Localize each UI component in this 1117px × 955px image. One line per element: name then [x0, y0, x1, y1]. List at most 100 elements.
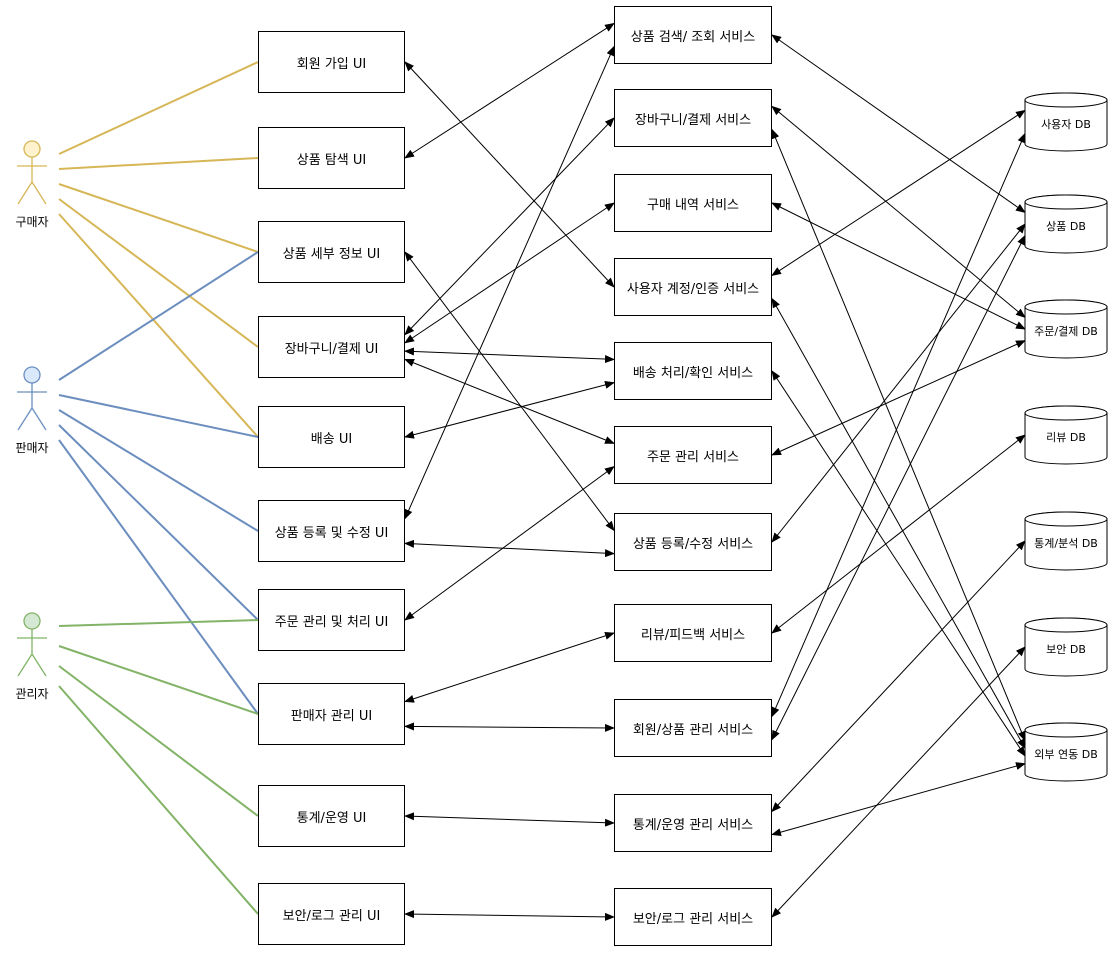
service-box-s5: 배송 처리/확인 서비스	[614, 342, 772, 400]
service-box-s9: 회원/상품 관리 서비스	[614, 699, 772, 757]
ui-box-label: 장바구니/결제 UI	[284, 341, 379, 357]
flow-link	[404, 45, 615, 520]
actor-ui-link	[58, 685, 259, 915]
actor-label-seller: 판매자	[15, 441, 49, 455]
ui-box-label: 상품 탐색 UI	[296, 152, 367, 168]
actor-ui-link	[58, 213, 259, 438]
flow-link	[771, 340, 1026, 456]
actor-ui-link	[58, 409, 259, 532]
actor-ui-link	[58, 665, 259, 817]
actor-ui-link	[58, 424, 259, 621]
ui-box-ui1: 회원 가입 UI	[258, 31, 405, 93]
ui-box-ui8: 판매자 관리 UI	[258, 683, 405, 745]
service-box-s6: 주문 관리 서비스	[614, 426, 772, 484]
database-icon	[1024, 617, 1108, 677]
actor-label-admin: 관리자	[15, 687, 49, 701]
flow-link	[771, 297, 1026, 750]
ui-box-ui7: 주문 관리 및 처리 UI	[258, 589, 405, 651]
db-label-db7: 외부 연동 DB	[1034, 748, 1098, 761]
ui-box-ui2: 상품 탐색 UI	[258, 127, 405, 189]
actor-ui-link	[58, 619, 259, 627]
actor-admin-icon	[17, 612, 47, 677]
database-icon	[1024, 405, 1108, 465]
flow-link	[404, 632, 615, 703]
actor-buyer-icon	[17, 140, 47, 205]
actor-ui-link	[58, 251, 259, 381]
service-box-label: 회원/상품 관리 서비스	[632, 722, 754, 738]
ui-box-label: 상품 등록 및 수정 UI	[274, 525, 389, 541]
flow-link	[404, 347, 615, 364]
ui-box-ui6: 상품 등록 및 수정 UI	[258, 500, 405, 562]
actor-label-buyer: 구매자	[15, 215, 49, 229]
flow-link	[404, 722, 615, 732]
flow-link	[404, 812, 615, 827]
service-box-s8: 리뷰/피드백 서비스	[614, 604, 772, 662]
ui-box-ui5: 배송 UI	[258, 406, 405, 468]
flow-link	[771, 109, 1026, 276]
ui-box-label: 회원 가입 UI	[296, 56, 367, 72]
flow-link	[404, 539, 615, 558]
ui-box-label: 배송 UI	[310, 431, 353, 447]
database-icon	[1024, 511, 1108, 571]
service-box-label: 구매 내역 서비스	[647, 197, 739, 213]
service-box-label: 통계/운영 관리 서비스	[632, 817, 754, 833]
flow-link	[404, 117, 615, 336]
service-box-label: 리뷰/피드백 서비스	[640, 627, 746, 643]
service-box-s4: 사용자 계정/인증 서비스	[614, 258, 772, 316]
ui-box-ui9: 통계/운영 UI	[258, 785, 405, 847]
flow-link	[404, 22, 615, 159]
actor-ui-link	[58, 198, 259, 348]
actor-seller-icon	[17, 366, 47, 431]
flow-link	[404, 466, 615, 621]
flow-link	[771, 34, 1026, 213]
flow-link	[771, 762, 1026, 837]
db-label-db4: 리뷰 DB	[1046, 431, 1086, 444]
flow-link	[404, 910, 615, 921]
database-icon	[1024, 299, 1108, 359]
service-box-label: 상품 검색/ 조회 서비스	[630, 29, 756, 45]
flow-link	[771, 434, 1026, 634]
service-box-label: 장바구니/결제 서비스	[634, 112, 752, 128]
db-label-db6: 보안 DB	[1046, 643, 1086, 656]
database-icon	[1024, 92, 1108, 152]
service-box-s7: 상품 등록/수정 서비스	[614, 513, 772, 571]
service-box-s1: 상품 검색/ 조회 서비스	[614, 6, 772, 64]
ui-box-label: 판매자 관리 UI	[290, 708, 373, 724]
actor-ui-link	[58, 645, 259, 715]
flow-link	[771, 223, 1026, 543]
actor-ui-link	[58, 439, 259, 715]
actor-ui-link	[58, 183, 259, 253]
ui-box-label: 보안/로그 관리 UI	[282, 908, 381, 924]
database-icon	[1024, 194, 1108, 254]
service-box-s2: 장바구니/결제 서비스	[614, 89, 772, 147]
db-label-db1: 사용자 DB	[1041, 118, 1091, 131]
service-box-label: 보안/로그 관리 서비스	[632, 911, 754, 927]
db-label-db2: 상품 DB	[1046, 220, 1086, 233]
db-label-db3: 주문/결제 DB	[1034, 325, 1098, 338]
actor-ui-link	[58, 394, 259, 438]
flow-link	[771, 105, 1026, 319]
flow-link	[771, 646, 1026, 918]
service-box-label: 상품 등록/수정 서비스	[632, 536, 754, 552]
ui-box-ui10: 보안/로그 관리 UI	[258, 883, 405, 945]
flow-link	[404, 61, 615, 288]
service-box-label: 주문 관리 서비스	[647, 449, 739, 465]
ui-box-ui3: 상품 세부 정보 UI	[258, 221, 405, 283]
flow-link	[404, 202, 615, 344]
service-box-s3: 구매 내역 서비스	[614, 174, 772, 232]
db-label-db5: 통계/분석 DB	[1034, 537, 1098, 550]
ui-box-label: 주문 관리 및 처리 UI	[274, 614, 389, 630]
actor-ui-link	[58, 61, 259, 155]
ui-box-ui4: 장바구니/결제 UI	[258, 316, 405, 378]
flow-link	[771, 370, 1026, 757]
service-box-label: 배송 처리/확인 서비스	[632, 365, 754, 381]
database-icon	[1024, 722, 1108, 782]
flow-link	[771, 540, 1026, 813]
service-box-label: 사용자 계정/인증 서비스	[626, 281, 760, 297]
actor-ui-link	[58, 157, 259, 170]
service-box-s11: 보안/로그 관리 서비스	[614, 888, 772, 946]
ui-box-label: 통계/운영 UI	[296, 810, 367, 826]
flow-link	[771, 234, 1026, 741]
